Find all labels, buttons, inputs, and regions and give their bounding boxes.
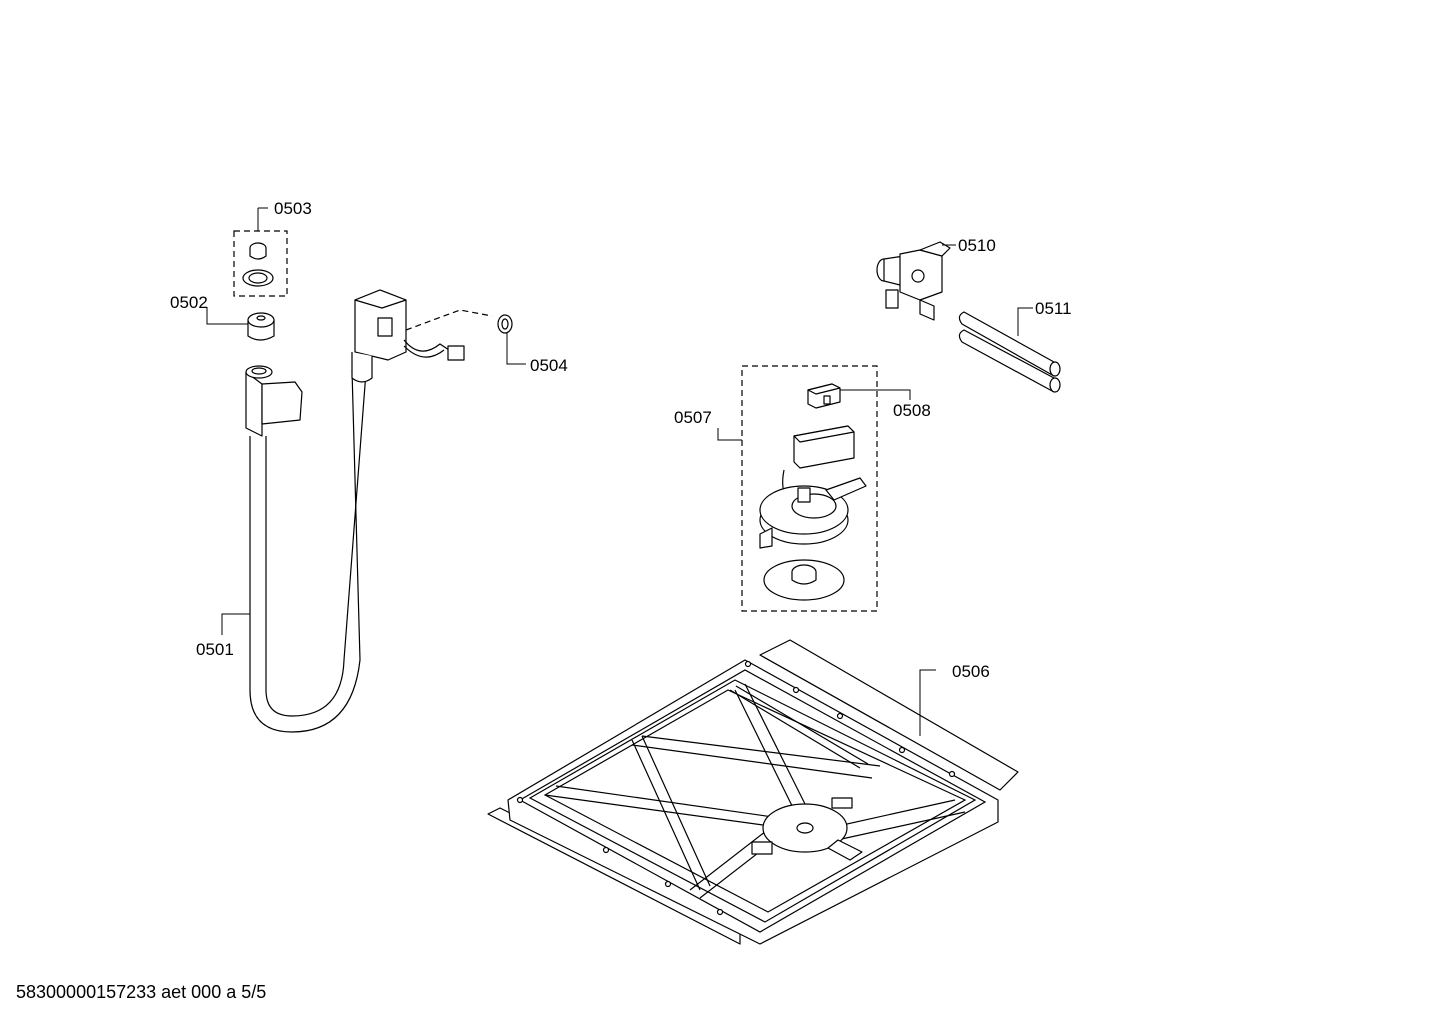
leader-0502 (206, 307, 248, 325)
drawing-reference-footer: 58300000157233 aet 000 a 5/5 (16, 982, 267, 1002)
part-0506-base-plate (487, 639, 1019, 945)
part-0507-pressure-switch-group (741, 365, 878, 612)
part-0508-connector (807, 383, 841, 409)
leader-0501 (221, 613, 250, 635)
part-0502-cap (247, 312, 275, 341)
leader-0508 (840, 389, 911, 400)
part-0504-seal (497, 314, 513, 334)
part-0510-valve (876, 241, 951, 321)
callout-0508: 0508 (893, 401, 931, 420)
part-0503-nut-and-seal (233, 230, 288, 297)
callout-0501: 0501 (196, 640, 234, 659)
leader-0507 (717, 428, 742, 441)
callout-0511: 0511 (1035, 299, 1072, 318)
callout-0506: 0506 (952, 662, 990, 681)
callout-0502: 0502 (170, 293, 208, 312)
part-0501-inlet-hose (245, 289, 493, 733)
callout-0510: 0510 (958, 236, 996, 255)
callout-0503: 0503 (274, 199, 312, 218)
part-0511-tubes (958, 311, 1061, 393)
callout-0504: 0504 (530, 356, 568, 375)
leader-0511 (1017, 307, 1033, 336)
leader-0506 (919, 669, 936, 736)
callout-0507: 0507 (674, 408, 712, 427)
leader-0504 (506, 333, 526, 365)
